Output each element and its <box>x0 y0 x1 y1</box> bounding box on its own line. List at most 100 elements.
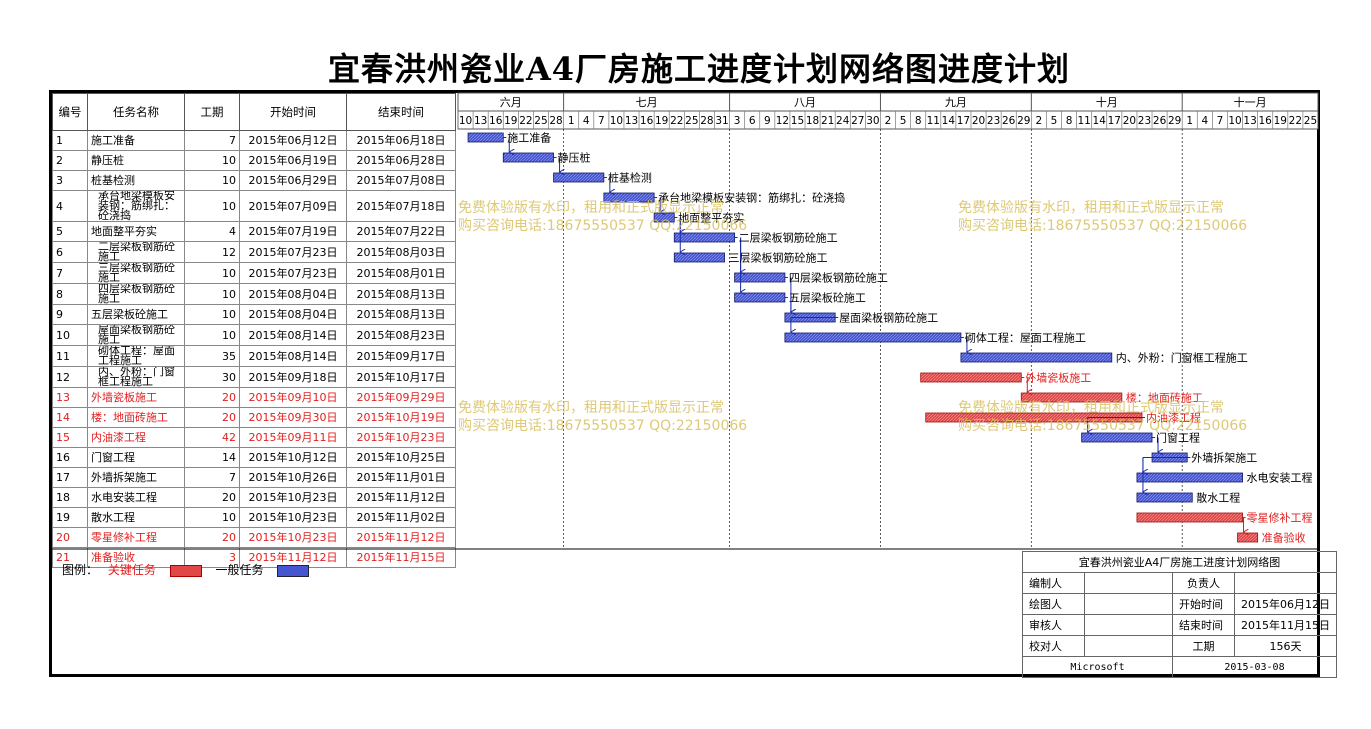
task-start: 2015年10月26日 <box>239 467 347 488</box>
day-label: 10 <box>1228 115 1241 127</box>
task-bar-label: 楼：地面砖施工 <box>1126 391 1203 405</box>
task-end: 2015年08月13日 <box>346 283 456 305</box>
task-bar-label: 承台地梁模板安装钢：筋绑扎：砼浇捣 <box>658 191 845 205</box>
day-label: 31 <box>715 115 728 127</box>
start-label: 开始时间 <box>1172 593 1235 615</box>
legend: 图例： 关键任务 一般任务 <box>62 561 319 578</box>
task-bar-label: 五层梁板砼施工 <box>789 291 866 305</box>
day-label: 20 <box>1123 115 1136 127</box>
task-bar-label: 内、外粉：门窗框工程施工 <box>1116 351 1248 365</box>
day-label: 25 <box>685 115 698 127</box>
day-label: 2 <box>885 115 892 127</box>
legend-critical-swatch <box>169 564 202 577</box>
task-bar <box>920 372 1022 383</box>
watermark: 免费体验版有水印，租用和正式版显示正常购买咨询电话:18675550537 QQ… <box>958 400 1248 434</box>
day-label: 29 <box>1017 115 1030 127</box>
task-end: 2015年09月29日 <box>346 387 456 408</box>
reviewer-value <box>1084 614 1173 636</box>
day-label: 17 <box>1108 115 1121 127</box>
editor-label: 编制人 <box>1022 572 1085 594</box>
day-label: 4 <box>1201 115 1208 127</box>
day-label: 8 <box>915 115 922 127</box>
drawer-label: 绘图人 <box>1022 593 1085 615</box>
duration-value: 156天 <box>1234 635 1337 657</box>
task-name: 准备验收 <box>87 547 185 568</box>
task-id: 12 <box>52 366 88 388</box>
col-end-header: 结束时间 <box>346 93 456 131</box>
day-label: 10 <box>610 115 623 127</box>
dependency-link <box>503 137 509 153</box>
task-start: 2015年08月04日 <box>239 304 347 325</box>
task-bar-label: 地面整平夯实 <box>678 211 744 225</box>
day-label: 13 <box>625 115 638 127</box>
task-bar <box>1237 532 1259 543</box>
day-label: 19 <box>504 115 517 127</box>
legend-critical-label: 关键任务 <box>107 563 156 577</box>
day-label: 22 <box>1289 115 1302 127</box>
day-label: 14 <box>942 115 956 127</box>
task-name: 水电安装工程 <box>87 487 185 508</box>
task-bar-label: 准备验收 <box>1262 531 1306 545</box>
day-label: 9 <box>764 115 771 127</box>
task-start: 2015年09月10日 <box>239 387 347 408</box>
day-label: 17 <box>957 115 970 127</box>
task-end: 2015年11月02日 <box>346 507 456 528</box>
task-end: 2015年06月18日 <box>346 130 456 151</box>
dependency-link <box>960 337 967 353</box>
day-label: 6 <box>749 115 756 127</box>
task-bar-label: 二层梁板钢筋砼施工 <box>739 231 838 245</box>
task-end: 2015年10月23日 <box>346 427 456 448</box>
task-name: 楼：地面砖施工 <box>87 407 185 428</box>
day-label: 16 <box>640 115 654 127</box>
task-duration: 35 <box>184 345 240 367</box>
day-label: 11 <box>1077 115 1090 127</box>
day-label: 15 <box>791 115 804 127</box>
dependency-link <box>1243 517 1246 533</box>
task-bar-label: 静压桩 <box>558 151 591 165</box>
task-id: 4 <box>52 190 88 222</box>
task-bar-label: 外墙拆架施工 <box>1191 451 1257 465</box>
day-label: 7 <box>598 115 605 127</box>
task-start: 2015年10月12日 <box>239 447 347 468</box>
task-bar <box>960 352 1113 363</box>
task-name: 门窗工程 <box>87 447 185 468</box>
task-start: 2015年08月14日 <box>239 324 347 346</box>
dependency-link <box>654 197 660 213</box>
day-label: 13 <box>1243 115 1256 127</box>
task-start: 2015年07月23日 <box>239 262 347 284</box>
day-label: 27 <box>851 115 864 127</box>
month-label: 十月 <box>1096 95 1118 109</box>
task-bar-label: 四层梁板钢筋砼施工 <box>789 271 888 285</box>
dependency-link <box>674 217 680 253</box>
day-label: 19 <box>1274 115 1287 127</box>
day-label: 25 <box>1304 115 1317 127</box>
task-start: 2015年11月12日 <box>239 547 347 568</box>
day-label: 20 <box>972 115 985 127</box>
task-bar <box>467 132 504 143</box>
day-label: 4 <box>583 115 590 127</box>
task-bar <box>502 152 554 163</box>
day-label: 8 <box>1066 115 1073 127</box>
dependency-link <box>553 157 560 173</box>
task-start: 2015年07月19日 <box>239 221 347 242</box>
end-label: 结束时间 <box>1172 614 1235 636</box>
dependency-link <box>1152 437 1158 453</box>
dependency-link <box>1143 457 1191 493</box>
task-bar-label: 砌体工程：屋面工程施工 <box>965 331 1086 345</box>
task-bar-label: 施工准备 <box>507 131 551 145</box>
month-label: 六月 <box>500 96 522 109</box>
month-label: 十一月 <box>1234 95 1267 109</box>
task-end: 2015年11月15日 <box>346 547 456 568</box>
task-end: 2015年07月08日 <box>346 170 456 191</box>
end-value: 2015年11月15日 <box>1234 614 1337 636</box>
day-label: 30 <box>866 115 879 127</box>
day-label: 28 <box>700 115 713 127</box>
day-label: 16 <box>1259 115 1273 127</box>
day-label: 22 <box>519 115 532 127</box>
plan-date: 2015-03-08 <box>1172 656 1337 678</box>
